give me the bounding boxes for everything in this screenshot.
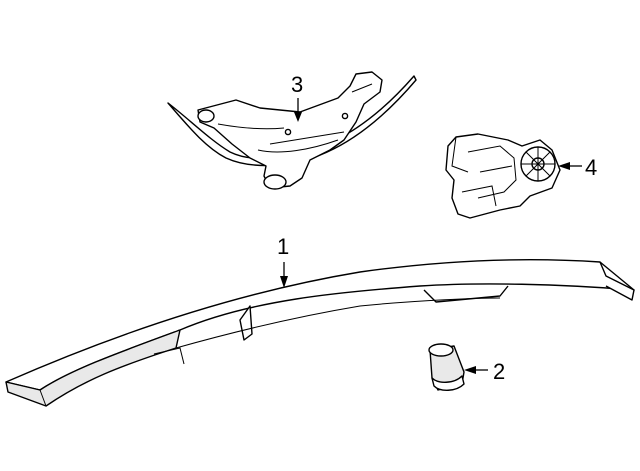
callout-3: 3 [291,72,303,122]
callout-2: 2 [464,359,505,384]
callout-4: 4 [558,155,597,180]
callout-2-label: 2 [493,359,505,384]
part-1-spoiler [5,259,635,407]
callout-1: 1 [277,234,289,288]
part-3-bracket [167,71,417,190]
callout-4-label: 4 [585,155,597,180]
callout-1-label: 1 [277,234,289,259]
callout-3-label: 3 [291,72,303,97]
part-2-bumper [428,343,465,391]
part-4-actuator [445,133,561,219]
